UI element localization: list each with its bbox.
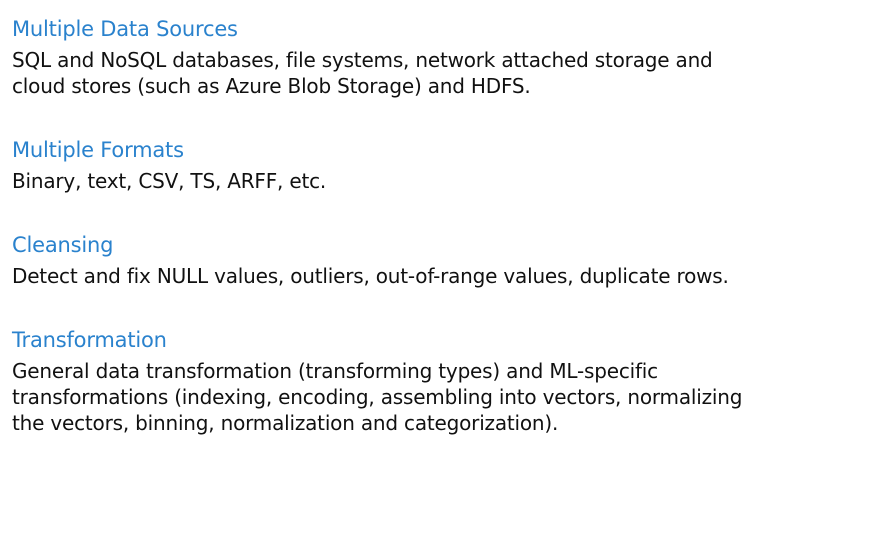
section-heading: Transformation [12,328,167,352]
feature-list: Multiple Data Sources SQL and NoSQL data… [12,14,872,436]
section-transformation: Transformation General data transformati… [12,325,872,436]
section-multiple-data-sources: Multiple Data Sources SQL and NoSQL data… [12,14,872,99]
section-heading: Multiple Formats [12,138,184,162]
section-cleansing: Cleansing Detect and fix NULL values, ou… [12,230,872,289]
section-description: General data transformation (transformin… [12,359,743,435]
section-description: Binary, text, CSV, TS, ARFF, etc. [12,169,327,193]
section-heading: Multiple Data Sources [12,17,238,41]
section-heading: Cleansing [12,233,114,257]
section-multiple-formats: Multiple Formats Binary, text, CSV, TS, … [12,135,872,194]
section-description: SQL and NoSQL databases, file systems, n… [12,48,713,98]
section-description: Detect and fix NULL values, outliers, ou… [12,264,729,288]
